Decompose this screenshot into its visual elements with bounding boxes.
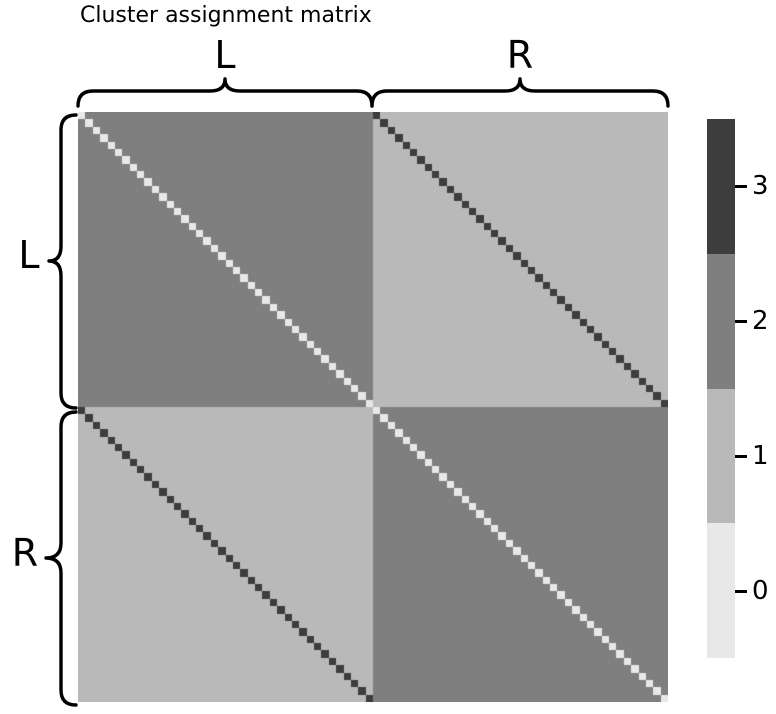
colorbar-tickmark-1 [735,454,747,458]
colorbar-tickmark-0 [735,589,747,593]
left-block-label-l: L [18,233,40,277]
colorbar-band-0 [707,523,735,658]
top-block-label-l: L [214,33,236,77]
colorbar-tick-label-0: 0 [752,576,769,606]
colorbar [707,119,735,658]
colorbar-tick-label-2: 2 [752,306,769,336]
colorbar-tickmark-3 [735,184,747,188]
colorbar-tickmark-2 [735,319,747,323]
top-block-label-r: R [506,33,534,77]
colorbar-tick-1: 1 [735,443,776,469]
colorbar-tick-2: 2 [735,308,776,334]
brace-top-l [76,77,374,108]
figure-title: Cluster assignment matrix [80,3,372,28]
colorbar-tick-label-3: 3 [752,171,769,201]
colorbar-band-1 [707,388,735,524]
cluster-matrix-heatmap [78,112,668,702]
colorbar-tick-label-1: 1 [752,441,769,471]
colorbar-tick-0: 0 [735,578,776,604]
brace-top-r [370,77,670,108]
colorbar-band-3 [707,119,735,254]
left-block-label-r: R [11,531,39,575]
colorbar-tick-3: 3 [735,173,776,199]
brace-left-r [44,410,78,707]
colorbar-band-2 [707,253,735,389]
